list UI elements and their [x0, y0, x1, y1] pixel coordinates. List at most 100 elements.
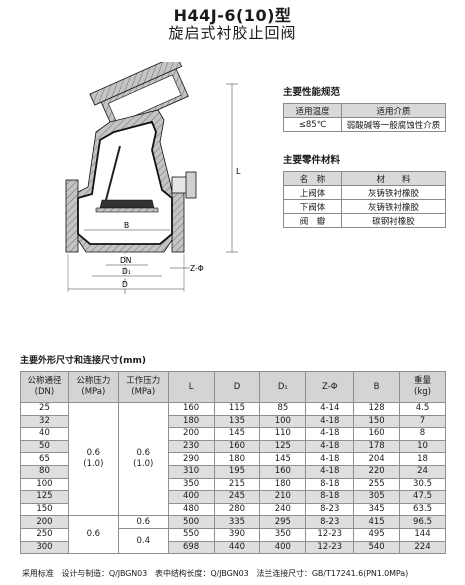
cell-weight: 24	[399, 464, 446, 479]
cell-working-pressure-group: 0.6(1.0)	[117, 401, 169, 517]
standards-footer: 采用标准 设计与制造：Q/JBGN03 表中结构长度：Q/JBGN03 法兰连接…	[22, 569, 409, 578]
cell-d1: 295	[259, 515, 307, 529]
perf-medium-value: 弱酸碱等一般腐蚀性介质	[341, 117, 446, 132]
cell-d: 115	[213, 402, 261, 416]
parts-header-material: 材 料	[341, 171, 446, 186]
cell-working-pressure-group: 0.4	[117, 527, 169, 555]
cell-b: 220	[353, 464, 401, 479]
cell-dn: 300	[20, 540, 69, 555]
valve-seat	[95, 207, 159, 213]
cell-weight: 63.5	[399, 502, 446, 517]
perf-header-medium: 适用介质	[341, 103, 446, 118]
cell-weight: 8	[399, 427, 446, 441]
cell-l: 310	[167, 464, 215, 479]
left-flange	[65, 179, 79, 253]
cell-l: 480	[167, 502, 215, 517]
col-header-pn: 公称压力(MPa)	[67, 371, 119, 403]
performance-table: 适用温度 适用介质 ≤85℃ 弱酸碱等一般腐蚀性介质	[283, 103, 446, 132]
cell-z: 4-18	[305, 414, 355, 429]
cell-d1: 125	[259, 439, 307, 454]
cell-d1: 160	[259, 464, 307, 479]
cell-dn: 200	[20, 515, 69, 529]
cell-l: 400	[167, 490, 215, 504]
parts-table: 名 称 材 料 上阀体灰铸铁衬橡胶 下阀体灰铸铁衬橡胶 阀 瓣碳钢衬橡胶	[283, 171, 446, 228]
cell-d1: 110	[259, 427, 307, 441]
cell-weight: 224	[399, 540, 446, 555]
cell-weight: 18	[399, 452, 446, 466]
col-header-weight: 重量(kg)	[399, 371, 446, 403]
cell-d: 390	[213, 527, 261, 542]
cell-d: 180	[213, 452, 261, 466]
cell-z: 4-18	[305, 452, 355, 466]
cell-b: 345	[353, 502, 401, 517]
cell-d1: 240	[259, 502, 307, 517]
cell-b: 150	[353, 414, 401, 429]
valve-disc	[99, 199, 155, 209]
cell-dn: 250	[20, 527, 69, 542]
cell-b: 160	[353, 427, 401, 441]
part-name: 阀 瓣	[283, 213, 342, 228]
product-model-title: H44J-6(10)型	[173, 6, 292, 25]
part-material: 灰铸铁衬橡胶	[341, 185, 446, 200]
cell-dn: 65	[20, 452, 69, 466]
cell-d: 440	[213, 540, 261, 555]
cell-dn: 125	[20, 490, 69, 504]
cell-d: 135	[213, 414, 261, 429]
cell-l: 290	[167, 452, 215, 466]
cell-dn: 50	[20, 439, 69, 454]
cell-z: 8-23	[305, 502, 355, 517]
cell-d: 195	[213, 464, 261, 479]
dim-label-zphi: Z-Φ	[190, 264, 204, 273]
cell-b: 255	[353, 477, 401, 492]
dim-label-d1: D₁	[122, 267, 131, 276]
upper-bonnet	[89, 62, 189, 131]
parts-header-name: 名 称	[283, 171, 342, 186]
cell-weight: 96.5	[399, 515, 446, 529]
cell-z: 4-14	[305, 402, 355, 416]
valve-cross-section-drawing: L B DN D₁ D Z-Φ	[65, 62, 241, 294]
cell-d: 245	[213, 490, 261, 504]
cell-weight: 144	[399, 527, 446, 542]
cell-z: 4-18	[305, 427, 355, 441]
col-header-l: L	[167, 371, 215, 403]
part-material: 灰铸铁衬橡胶	[341, 199, 446, 214]
cell-nominal-pressure-group: 0.6	[67, 515, 119, 555]
cell-working-pressure-group: 0.6	[117, 515, 169, 529]
cell-b: 495	[353, 527, 401, 542]
cell-dn: 25	[20, 402, 69, 416]
cell-b: 128	[353, 402, 401, 416]
cell-d: 335	[213, 515, 261, 529]
dim-label-l: L	[236, 167, 241, 176]
cell-z: 8-23	[305, 515, 355, 529]
perf-header-temp: 适用温度	[283, 103, 342, 118]
cell-dn: 80	[20, 464, 69, 479]
cell-d1: 350	[259, 527, 307, 542]
cell-weight: 7	[399, 414, 446, 429]
cell-dn: 32	[20, 414, 69, 429]
cell-z: 8-18	[305, 490, 355, 504]
col-header-z: Z-Φ	[305, 371, 355, 403]
col-header-d: D	[213, 371, 261, 403]
cell-nominal-pressure-group: 0.6(1.0)	[67, 401, 119, 517]
dimensions-heading: 主要外形尺寸和连接尺寸(mm)	[20, 356, 146, 366]
cell-b: 178	[353, 439, 401, 454]
perf-temp-value: ≤85℃	[283, 117, 342, 132]
dim-label-b: B	[124, 221, 129, 230]
dim-label-d: D	[122, 280, 128, 289]
cell-b: 415	[353, 515, 401, 529]
col-header-b: B	[353, 371, 401, 403]
cell-z: 8-18	[305, 477, 355, 492]
cell-l: 550	[167, 527, 215, 542]
performance-heading: 主要性能规范	[283, 87, 341, 98]
cell-z: 12-23	[305, 527, 355, 542]
cell-z: 4-18	[305, 439, 355, 454]
col-header-d1: D₁	[259, 371, 307, 403]
cell-z: 4-18	[305, 464, 355, 479]
